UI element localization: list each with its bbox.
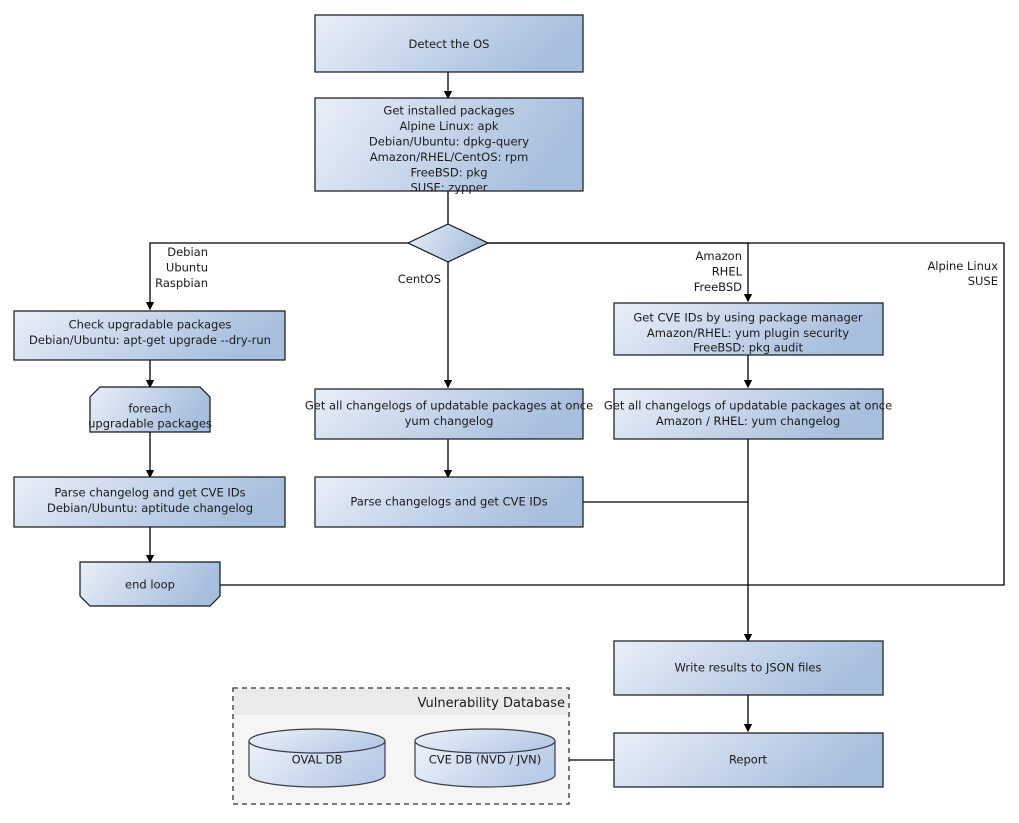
node-get-installed-packages-line-4: FreeBSD: pkg [410,166,487,180]
db-cylinder-cve-body[interactable] [414,740,556,788]
edge-decision-left [145,242,408,311]
node-changelogs-right-line-1: Amazon / RHEL: yum changelog [656,414,840,428]
node-get-cve-ids-package-manager-line-0: Get CVE IDs by using package manager [633,311,863,325]
node-check-upgradable-packages-line-0: Check upgradable packages [69,318,232,332]
db-cylinder-oval-label: OVAL DB [292,753,343,767]
node-write-results-json-line-0: Write results to JSON files [675,661,822,675]
node-parse-changelogs-center-line-0: Parse changelogs and get CVE IDs [350,495,547,509]
node-get-installed-packages-line-3: Amazon/RHEL/CentOS: rpm [370,150,529,164]
group-vulnerability-database-title: Vulnerability Database [418,696,565,711]
db-cylinder-cve-label: CVE DB (NVD / JVN) [429,753,542,767]
node-check-upgradable-packages-line-1: Debian/Ubuntu: apt-get upgrade --dry-run [29,333,271,347]
edge-label-left-branch: Debian Ubuntu Raspbian [155,245,208,290]
node-check-upgradable-packages[interactable]: Check upgradable packages Debian/Ubuntu:… [13,310,286,361]
edge-label-right-branch-line-2: FreeBSD [694,280,742,294]
node-changelogs-center[interactable]: Get all changelogs of updatable packages… [305,388,593,440]
group-vulnerability-database: Vulnerability Database OVAL DB CVE DB (N… [232,687,570,805]
node-os-decision[interactable] [406,223,490,263]
node-parse-changelog-left-line-1: Debian/Ubuntu: aptitude changelog [47,501,253,515]
node-check-upgradable-packages-box[interactable] [13,310,286,361]
edge-label-left-branch-line-1: Ubuntu [166,261,208,275]
node-end-loop[interactable]: end loop [79,561,221,607]
node-changelogs-right-box[interactable] [613,388,884,440]
node-changelogs-right-line-0: Get all changelogs of updatable packages… [604,399,892,413]
edge-decision-far-right [220,242,1005,586]
connectors [145,72,1005,761]
node-parse-changelogs-center-box[interactable] [314,476,584,528]
node-parse-changelog-left-line-0: Parse changelog and get CVE IDs [54,486,245,500]
node-parse-changelogs-center[interactable]: Parse changelogs and get CVE IDs [314,476,584,528]
node-report[interactable]: Report [613,732,884,788]
db-cylinder-oval[interactable]: OVAL DB [248,728,386,788]
node-get-installed-packages-box[interactable] [314,97,584,192]
node-get-installed-packages-line-5: SUSE: zypper [410,181,487,195]
db-cylinder-cve[interactable]: CVE DB (NVD / JVN) [414,728,556,788]
node-parse-changelog-left-box[interactable] [13,476,286,528]
node-get-installed-packages-line-2: Debian/Ubuntu: dpkg-query [369,135,529,149]
edge-label-right-branch: Amazon RHEL FreeBSD [694,249,743,294]
node-get-installed-packages-line-0: Get installed packages [383,104,514,118]
node-write-results-json-box[interactable] [613,640,884,696]
node-get-installed-packages-line-1: Alpine Linux: apk [399,119,498,133]
node-get-cve-ids-package-manager-box[interactable] [613,302,884,356]
node-changelogs-center-box[interactable] [314,388,584,440]
edge-label-far-right-branch-line-0: Alpine Linux [927,259,998,273]
node-get-cve-ids-package-manager[interactable]: Get CVE IDs by using package manager Ama… [613,302,884,356]
edge-label-left-branch-line-0: Debian [167,245,208,259]
node-foreach-upgradable-packages-box[interactable] [89,386,211,433]
node-write-results-json[interactable]: Write results to JSON files [613,640,884,696]
edge-label-right-branch-line-0: Amazon [696,249,742,263]
node-changelogs-center-line-1: yum changelog [405,414,494,428]
node-changelogs-center-line-0: Get all changelogs of updatable packages… [305,399,593,413]
node-report-line-0: Report [729,753,768,767]
node-foreach-upgradable-packages[interactable]: foreach upgradable packages [88,386,212,433]
node-detect-the-os[interactable]: Detect the OS [314,14,584,73]
node-foreach-upgradable-packages-line-1: upgradable packages [88,417,212,431]
node-os-decision-diamond[interactable] [406,223,490,263]
edge-label-far-right-branch-line-1: SUSE [968,274,998,288]
node-get-installed-packages[interactable]: Get installed packages Alpine Linux: apk… [314,97,584,195]
node-end-loop-line-0: end loop [125,578,175,592]
node-get-cve-ids-package-manager-line-2: FreeBSD: pkg audit [693,341,804,355]
node-detect-the-os-line-0: Detect the OS [409,37,490,51]
edge-label-far-right-branch: Alpine Linux SUSE [927,259,998,288]
db-cylinder-oval-body[interactable] [248,740,386,788]
db-cylinder-cve-top [414,728,556,754]
node-get-cve-ids-package-manager-line-1: Amazon/RHEL: yum plugin security [647,326,849,340]
edge-label-center-branch: CentOS [398,272,441,286]
group-vulnerability-database-title-band [234,689,568,715]
edge-label-right-branch-line-1: RHEL [712,265,743,279]
node-parse-changelog-left[interactable]: Parse changelog and get CVE IDs Debian/U… [13,476,286,528]
db-cylinder-oval-top [248,728,386,754]
edge-label-left-branch-line-2: Raspbian [155,276,208,290]
node-end-loop-box[interactable] [79,561,221,607]
node-foreach-upgradable-packages-line-0: foreach [128,402,171,416]
node-changelogs-right[interactable]: Get all changelogs of updatable packages… [604,388,892,440]
edge-label-center-branch-line-0: CentOS [398,272,441,286]
node-detect-the-os-box[interactable] [314,14,584,73]
node-report-box[interactable] [613,732,884,788]
